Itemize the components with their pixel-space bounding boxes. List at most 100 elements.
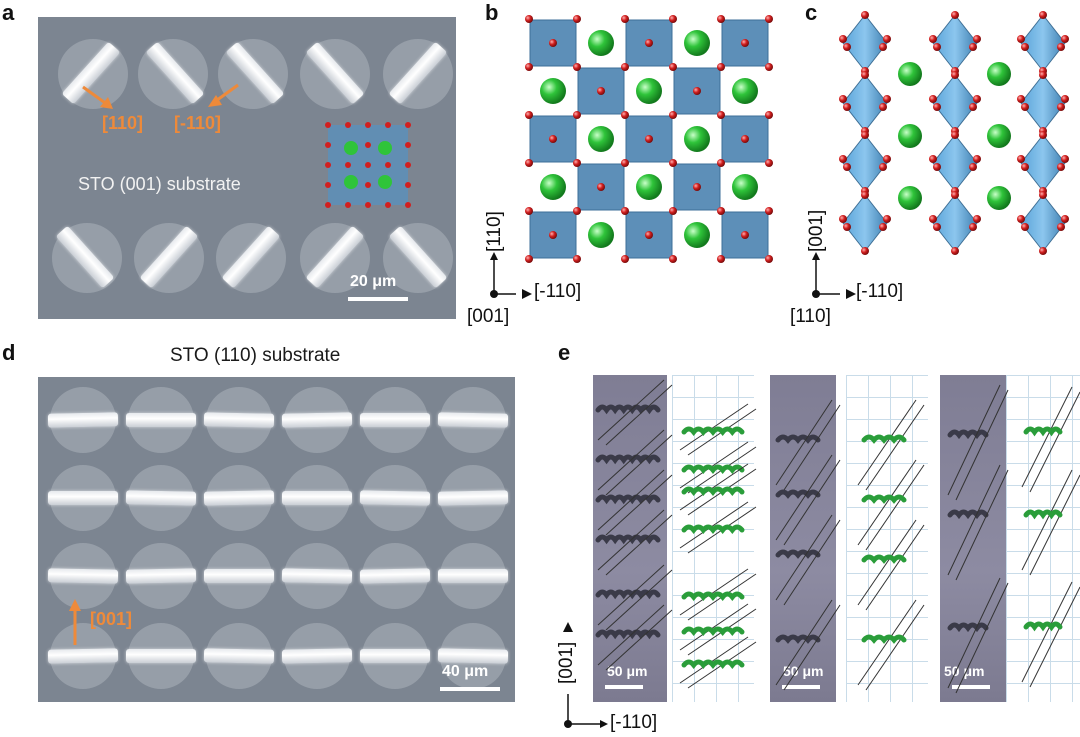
green-helix (861, 634, 907, 644)
axis-b (490, 252, 516, 298)
oxygen-atom (573, 111, 581, 119)
belt-outline (597, 469, 665, 531)
axis-e-up-arrowhead (563, 622, 573, 632)
scale-bar (348, 297, 408, 301)
oxygen-atom (883, 155, 891, 163)
helix-shadow (947, 429, 989, 440)
oxygen-atom (1057, 43, 1065, 51)
green-helix (1023, 426, 1063, 437)
oxygen-atom (879, 43, 887, 51)
scale-bar (782, 685, 820, 689)
belt-outline (605, 474, 673, 536)
belt-outline (775, 454, 833, 541)
belt-outline (605, 609, 673, 671)
belt-outline (857, 599, 917, 686)
belt-outline (597, 604, 665, 666)
cation-atom (684, 222, 710, 248)
oxygen-atom (621, 255, 629, 263)
oxygen-atom (717, 15, 725, 23)
orientation-arrows (82, 83, 239, 109)
oxygen-atom (573, 159, 581, 167)
oxygen-atom (621, 159, 629, 167)
belt-outline (1021, 469, 1073, 571)
oxygen-atom (669, 207, 677, 215)
belt-outline (679, 403, 749, 451)
oxygen-atom (525, 255, 533, 263)
oxygen-atom (525, 111, 533, 119)
oxygen-atom (969, 43, 977, 51)
oxygen-atom (573, 63, 581, 71)
helix-shadow (595, 404, 661, 415)
oxygen-atom (1039, 191, 1047, 199)
oxygen-atom (549, 135, 557, 143)
belt-outline (775, 399, 833, 486)
belt-outline (597, 379, 665, 441)
oxygen-atom (741, 135, 749, 143)
oxygen-atom (621, 15, 629, 23)
belt-outline (857, 459, 917, 546)
oxygen-atom (765, 15, 773, 23)
direction-label-minus110: [-110] (174, 113, 222, 133)
panel-a-sem-image: [110] [-110] STO (001) substrate 20 μm (38, 17, 456, 319)
green-helix (681, 464, 745, 474)
scale-bar-label: 50 μm (607, 663, 648, 679)
cation-atom (732, 174, 758, 200)
oxygen-atom (573, 207, 581, 215)
oxygen-atom (839, 35, 847, 43)
oxygen-atom (973, 155, 981, 163)
belt-outline (955, 469, 1009, 581)
axis-c-origin-label: [110] (790, 306, 831, 327)
cation-atom (684, 30, 710, 56)
belt-outline (783, 404, 841, 491)
oxygen-atom (843, 43, 851, 51)
oxygen-atom (1039, 247, 1047, 255)
helix-shadow (595, 589, 661, 600)
panel-a-label: a (2, 0, 15, 25)
oxygen-atom (573, 255, 581, 263)
belt-outline (775, 514, 833, 601)
oxygen-atom (861, 191, 869, 199)
oxygen-atom (1061, 95, 1069, 103)
belt-outline (947, 384, 1001, 496)
oxygen-atom (973, 215, 981, 223)
optical-image-3: 50 μm (940, 375, 1006, 702)
oxygen-atom (1057, 163, 1065, 171)
oxygen-atom (549, 39, 557, 47)
oxygen-atom (969, 163, 977, 171)
belt-outline (597, 429, 665, 491)
panel-b-label: b (485, 0, 499, 25)
nanobelt (48, 491, 118, 505)
belt-outline (865, 404, 925, 491)
belt-outline (605, 569, 673, 631)
helix-shadow (775, 489, 821, 499)
cation-atom (684, 126, 710, 152)
oxygen-atom (933, 223, 941, 231)
oxygen-atom (525, 63, 533, 71)
oxygen-atom (973, 95, 981, 103)
nanobelt (360, 649, 430, 663)
oxygen-atom (645, 135, 653, 143)
cation-atom (540, 78, 566, 104)
oxygen-atom (1039, 131, 1047, 139)
panel-d-label: d (2, 340, 16, 365)
belt-outline (955, 389, 1009, 501)
belt-outline (597, 564, 665, 626)
axis-e (564, 694, 608, 728)
oxygen-atom (525, 15, 533, 23)
cation-atom (636, 78, 662, 104)
oxygen-atom (621, 63, 629, 71)
oxygen-atom (1017, 155, 1025, 163)
belt-outline (775, 599, 833, 686)
helix-shadow (947, 622, 989, 633)
optical-image-2: 50 μm (770, 375, 836, 702)
panel-e-label: e (558, 340, 571, 365)
oxygen-atom (621, 207, 629, 215)
scale-bar (440, 687, 500, 691)
green-helix (681, 659, 745, 669)
oxygen-atom (951, 191, 959, 199)
oxygen-atom (929, 35, 937, 43)
oxygen-atom (693, 183, 701, 191)
oxygen-atom (951, 11, 959, 19)
oxygen-atom (1017, 215, 1025, 223)
oxygen-atom (843, 223, 851, 231)
